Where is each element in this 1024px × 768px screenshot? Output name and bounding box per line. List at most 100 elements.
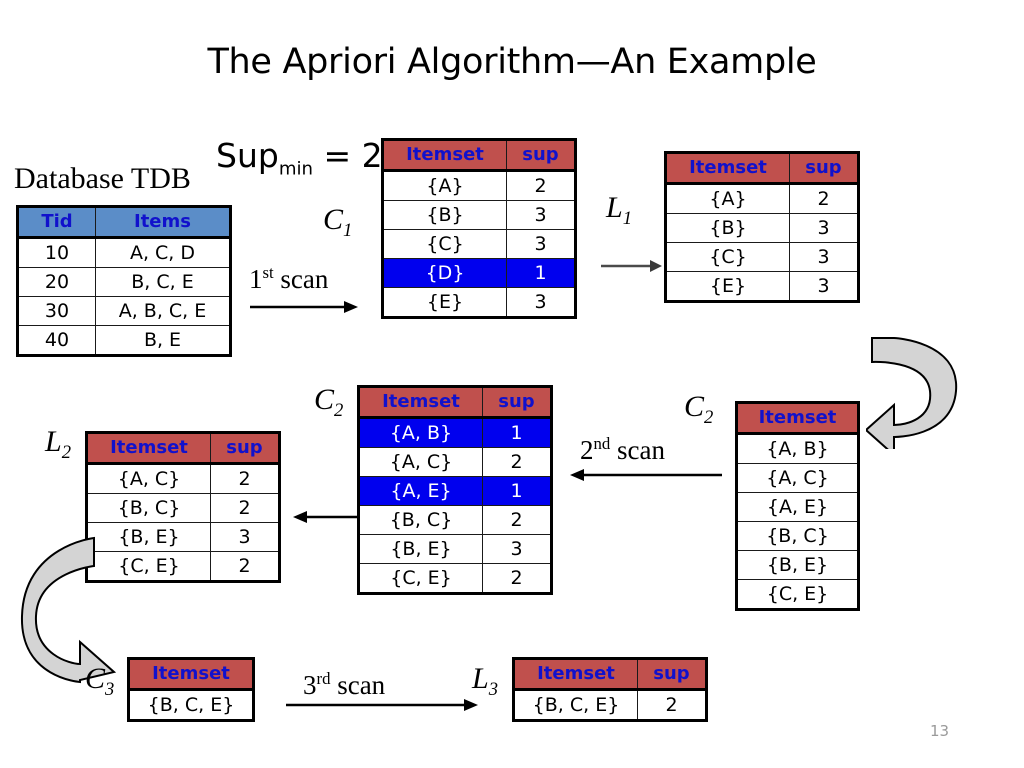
- table-row: {A, C}: [736, 463, 859, 493]
- scan2-arrow-icon: [570, 469, 722, 481]
- cell-itemset: {A, C}: [358, 447, 483, 477]
- column-header-sup: sup: [210, 432, 280, 465]
- l2-table: Itemset sup {A, C} 2 {B, C} 2 {B, E} 3 {…: [85, 431, 281, 583]
- cell-sup: 2: [210, 493, 280, 523]
- c2-left-label-base: C: [314, 383, 335, 416]
- database-label: Database TDB: [14, 162, 191, 195]
- cell-sup: 3: [482, 534, 552, 564]
- table-header-row: Itemset sup: [513, 658, 707, 691]
- table-row: {B, E} 3: [358, 534, 552, 564]
- column-header-sup: sup: [637, 658, 707, 691]
- table-row: {B, E}: [736, 550, 859, 580]
- cell-itemset: {A, E}: [736, 492, 859, 522]
- cell-sup: 2: [210, 463, 280, 494]
- cell-itemset: {B, E}: [736, 550, 859, 580]
- scan2-label: 2nd scan: [580, 434, 665, 466]
- cell-itemset: {A}: [382, 170, 507, 201]
- l1-label-base: L: [606, 191, 623, 224]
- cell-sup: 3: [789, 213, 859, 243]
- table-header-row: Itemset sup: [86, 432, 280, 465]
- cell-sup: 2: [482, 563, 552, 594]
- cell-items: B, E: [95, 325, 231, 356]
- table-row: {B, C} 2: [358, 505, 552, 535]
- cell-itemset: {C, E}: [86, 551, 211, 582]
- c2-candidates-table: Itemset {A, B} {A, C} {A, E} {B, C} {B, …: [735, 401, 860, 611]
- table-row-pruned: {A, B} 1: [358, 417, 552, 448]
- cell-itemset: {B, E}: [358, 534, 483, 564]
- cell-sup: 1: [482, 476, 552, 506]
- scan1-text: scan: [273, 264, 329, 294]
- cell-sup: 2: [637, 689, 707, 721]
- cell-itemset: {A, C}: [736, 463, 859, 493]
- l3-label: L3: [472, 662, 498, 701]
- column-header-sup: sup: [506, 139, 576, 172]
- table-row: {A, B}: [736, 433, 859, 464]
- l2-label-subscript: 2: [61, 442, 71, 463]
- table-row: {A} 2: [665, 183, 859, 214]
- table-row: 40 B, E: [17, 325, 231, 356]
- column-header-itemset: Itemset: [513, 658, 638, 691]
- table-header-row: Tid Items: [17, 206, 231, 239]
- cell-sup: 3: [506, 287, 576, 318]
- cell-itemset: {D}: [382, 258, 507, 288]
- cell-sup: 2: [789, 183, 859, 214]
- c1-table: Itemset sup {A} 2 {B} 3 {C} 3 {D} 1 {E}: [381, 138, 577, 319]
- database-table: Tid Items 10 A, C, D 20 B, C, E 30 A, B,…: [16, 205, 232, 357]
- l3-table: Itemset sup {B, C, E} 2: [512, 657, 708, 722]
- cell-itemset: {C, E}: [736, 579, 859, 610]
- cell-tid: 40: [17, 325, 96, 356]
- table-header-row: Itemset: [736, 402, 859, 435]
- column-header-itemset: Itemset: [86, 432, 211, 465]
- c2-right-label-base: C: [684, 390, 705, 423]
- table-row: {B, C, E} 2: [513, 689, 707, 721]
- l3-label-subscript: 3: [488, 679, 498, 700]
- table-header-row: Itemset sup: [358, 386, 552, 419]
- cell-itemset: {A, C}: [86, 463, 211, 494]
- column-header-sup: sup: [482, 386, 552, 419]
- c3-label-base: C: [85, 662, 106, 695]
- scan3-label: 3rd scan: [303, 669, 385, 701]
- cell-sup: 3: [789, 271, 859, 302]
- cell-itemset: {B}: [665, 213, 790, 243]
- scan3-text: scan: [330, 670, 386, 700]
- cell-itemset: {B, C}: [736, 521, 859, 551]
- table-row: {E} 3: [382, 287, 576, 318]
- table-row: {C} 3: [382, 229, 576, 259]
- table-row: {B, C}: [736, 521, 859, 551]
- column-header-itemset: Itemset: [358, 386, 483, 419]
- cell-tid: 10: [17, 237, 96, 268]
- sup-min-prefix: Sup: [216, 136, 279, 175]
- sup-min-label: Supmin = 2: [216, 136, 383, 180]
- cell-tid: 30: [17, 296, 96, 326]
- c2-right-label: C2: [684, 390, 713, 429]
- table-row: {C} 3: [665, 242, 859, 272]
- table-row: {B, C} 2: [86, 493, 280, 523]
- table-row: {B, E} 3: [86, 522, 280, 552]
- cell-itemset: {C}: [382, 229, 507, 259]
- l1-label-subscript: 1: [622, 208, 632, 229]
- c1-to-l1-arrow-icon: [601, 260, 662, 272]
- cell-sup: 1: [482, 417, 552, 448]
- cell-sup: 2: [506, 170, 576, 201]
- column-header-tid: Tid: [17, 206, 96, 239]
- table-row-pruned: {D} 1: [382, 258, 576, 288]
- l2-to-c3-curved-arrow-icon: [20, 536, 117, 684]
- scan1-ordinal: st: [262, 263, 274, 282]
- c2-left-label: C2: [314, 383, 343, 422]
- table-row: {B} 3: [665, 213, 859, 243]
- cell-itemset: {A}: [665, 183, 790, 214]
- cell-sup: 2: [210, 551, 280, 582]
- table-row: {E} 3: [665, 271, 859, 302]
- scan1-arrow-icon: [250, 301, 358, 313]
- table-row: {A, C} 2: [86, 463, 280, 494]
- cell-sup: 3: [506, 200, 576, 230]
- table-row: {C, E} 2: [86, 551, 280, 582]
- c1-label-base: C: [323, 203, 344, 236]
- column-header-itemset: Itemset: [736, 402, 859, 435]
- table-row: {C, E} 2: [358, 563, 552, 594]
- column-header-itemset: Itemset: [382, 139, 507, 172]
- l1-label: L1: [606, 191, 632, 230]
- scan2-text: scan: [610, 435, 665, 465]
- l1-to-c2-curved-arrow-icon: [866, 337, 958, 449]
- cell-tid: 20: [17, 267, 96, 297]
